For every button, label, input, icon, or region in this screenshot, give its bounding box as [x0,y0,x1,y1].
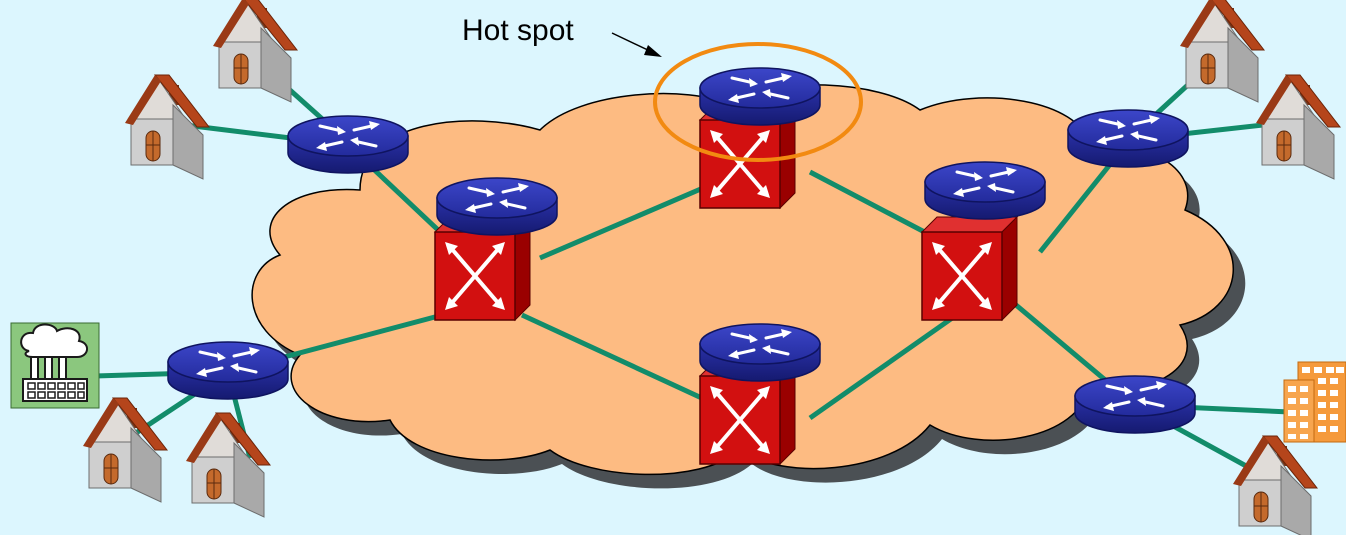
hotspot-arrow [611,32,662,57]
router-icon [698,322,822,383]
house-icon [82,397,168,503]
hotspot-label: Hot spot [462,14,574,47]
office-building-icon [1283,361,1346,443]
house-icon [1255,74,1341,180]
router-icon [923,160,1047,221]
edge-router-top-right [1066,108,1190,169]
house-icon [185,412,271,518]
optical-switch-icon [920,215,1019,322]
hotspot-ring [653,42,863,162]
router-icon [435,176,559,237]
edge-router-bottom-right [1073,374,1197,435]
house-icon [124,74,210,180]
factory-icon [10,322,100,409]
link [808,299,977,421]
edge-router-bottom-left [166,340,290,401]
edge-router-top-left [286,114,410,175]
house-icon [212,0,298,103]
router-icon [698,66,822,127]
house-icon [1232,435,1318,535]
house-icon [1179,0,1265,103]
